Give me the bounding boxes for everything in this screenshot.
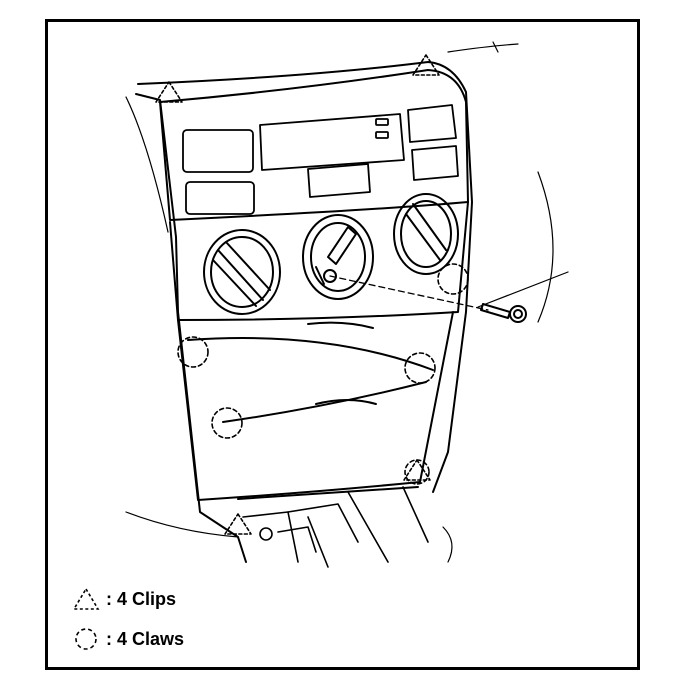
claw-markers [177, 263, 469, 485]
dashed-circle-icon [75, 628, 97, 650]
left-vent [203, 229, 281, 315]
center-dial [302, 214, 374, 300]
clip-icon [412, 54, 440, 76]
claw-icon [404, 459, 430, 485]
clip-icon [224, 513, 252, 535]
legend-clips: : 4 Clips [72, 587, 176, 611]
legend-claws: : 4 Claws [72, 626, 184, 652]
vent-panel [169, 201, 469, 321]
screw-icon [480, 303, 527, 323]
pocket-upper [187, 337, 434, 371]
legend-clips-label: : 4 Clips [106, 588, 177, 609]
display-windows [182, 104, 459, 215]
pocket-lower [222, 381, 427, 423]
screw-guide-line [329, 275, 489, 311]
claw-icon [404, 352, 436, 384]
background-lines [125, 41, 569, 563]
outer-bezel-right [137, 61, 473, 493]
upper-panel [159, 69, 469, 221]
pocket-bottom [237, 486, 419, 500]
claw-icon [437, 263, 469, 295]
claw-icon [177, 336, 209, 368]
pocket-upper-lip [307, 321, 374, 329]
dashed-triangle-icon [72, 587, 100, 610]
outer-bezel [135, 93, 247, 563]
clip-markers [155, 54, 440, 535]
clip-icon [155, 81, 183, 103]
pocket-lower-lip [315, 399, 377, 405]
legend-claws-label: : 4 Claws [106, 628, 185, 649]
claw-icon [211, 407, 243, 439]
right-vent [393, 193, 459, 275]
diagram-frame: : 4 Clips : 4 Claws [45, 19, 640, 670]
clip-icon [403, 459, 431, 481]
lower-console [242, 486, 429, 568]
console-panel-illustration [125, 41, 569, 568]
lower-panel [177, 311, 454, 501]
